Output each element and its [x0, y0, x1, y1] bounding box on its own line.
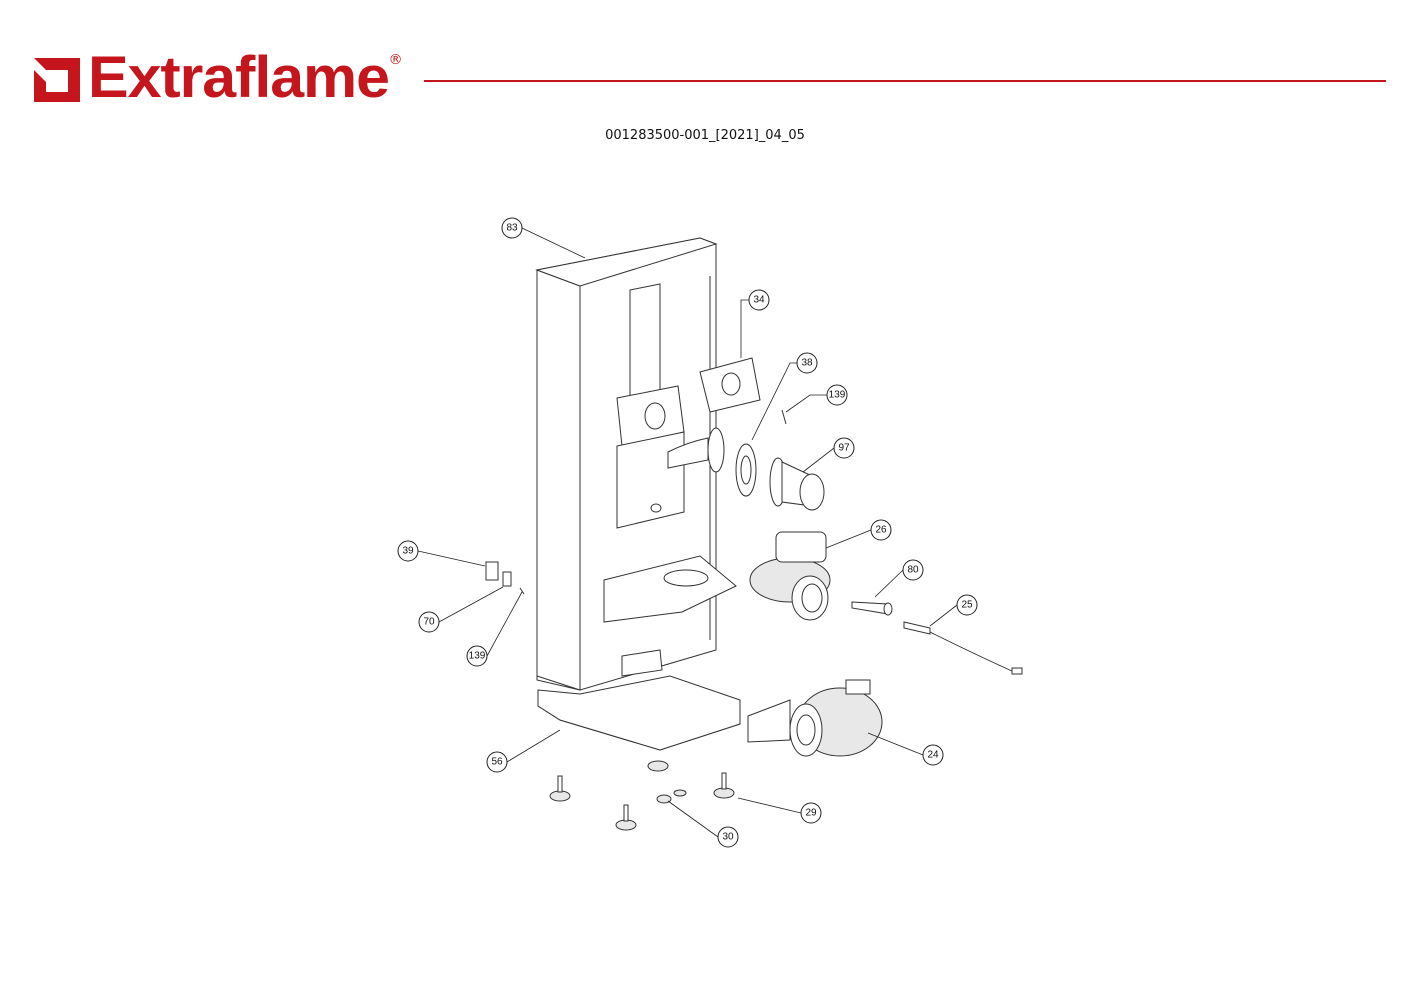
svg-text:29: 29	[805, 808, 817, 819]
base-plate	[537, 675, 741, 751]
bracket-small	[502, 571, 512, 587]
callout-80: 80	[902, 559, 924, 581]
callout-56: 56	[486, 751, 508, 773]
foot-cap	[656, 794, 672, 804]
callout-26: 26	[870, 519, 892, 541]
callout-39: 39	[397, 540, 419, 562]
callout-24: 24	[922, 744, 944, 766]
svg-text:24: 24	[927, 750, 939, 761]
brand-logo: Extraflame ®	[34, 45, 403, 110]
svg-text:97: 97	[838, 443, 850, 454]
brand-name: Extraflame	[88, 45, 390, 110]
logo-mark-icon	[34, 54, 84, 104]
svg-text:80: 80	[907, 565, 919, 576]
callout-29: 29	[800, 802, 822, 824]
svg-text:26: 26	[875, 525, 887, 536]
blower-fan	[747, 679, 883, 757]
svg-text:139: 139	[469, 651, 486, 662]
ignition-resistor	[903, 621, 1023, 675]
callout-97: 97	[833, 437, 855, 459]
svg-text:34: 34	[753, 295, 765, 306]
callout-25: 25	[956, 594, 978, 616]
svg-text:83: 83	[506, 223, 518, 234]
svg-text:39: 39	[402, 546, 414, 557]
svg-text:30: 30	[722, 832, 734, 843]
callout-38: 38	[796, 352, 818, 374]
callout-83: 83	[501, 217, 523, 239]
igniter-tube	[851, 601, 889, 615]
back-panel	[535, 237, 737, 691]
bracket	[485, 561, 499, 581]
pipe-fitting	[769, 457, 825, 511]
callout-30: 30	[717, 826, 739, 848]
callout-139-top: 139	[826, 384, 848, 406]
adjustable-feet	[549, 760, 735, 831]
leader-lines	[417, 227, 958, 838]
fan-assembly	[749, 531, 831, 621]
svg-text:139: 139	[829, 390, 846, 401]
svg-text:70: 70	[423, 617, 435, 628]
callout-34: 34	[748, 289, 770, 311]
callout-70: 70	[418, 611, 440, 633]
svg-text:25: 25	[961, 600, 973, 611]
header-rule	[424, 80, 1386, 82]
registered-mark: ®	[388, 52, 403, 68]
callout-139-left: 139	[466, 645, 488, 667]
svg-text:56: 56	[491, 757, 503, 768]
svg-text:38: 38	[801, 358, 813, 369]
document-code: 001283500-001_[2021]_04_05	[605, 128, 805, 143]
